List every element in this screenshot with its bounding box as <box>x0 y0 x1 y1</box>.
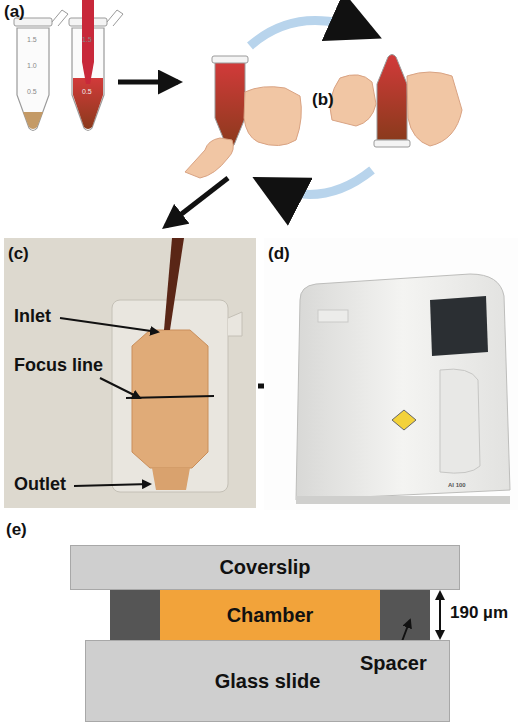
rotation-arrow <box>250 21 372 46</box>
photo-background <box>264 238 518 510</box>
panel-letter: (a) <box>4 2 25 22</box>
outlet-channel <box>152 468 190 490</box>
dimension-label: 190 µm <box>450 603 508 623</box>
panel-letter: (c) <box>8 244 29 264</box>
layer-box: Chamber <box>160 590 380 640</box>
held-tube <box>215 62 245 148</box>
tube-graduation: 0.5 <box>27 88 37 95</box>
leader-arrow <box>74 484 150 486</box>
device-door <box>440 369 480 473</box>
tube-graduation: 1.5 <box>82 36 92 43</box>
panel-letter: (b) <box>312 90 334 110</box>
tube-hinge <box>107 10 123 26</box>
device-base <box>296 496 510 504</box>
flow-arrow <box>166 178 228 226</box>
tube-pellet <box>23 112 43 129</box>
hand-with-tube <box>185 56 301 178</box>
layer-label: Glass slide <box>215 670 321 693</box>
inlet-pipette <box>164 238 184 330</box>
hand <box>244 87 301 146</box>
sample-chamber <box>132 330 208 468</box>
tube-graduation: 1.0 <box>27 62 37 69</box>
warning-symbol <box>392 410 416 430</box>
device-model: AI 100 <box>448 482 466 488</box>
dimension-arrow <box>439 592 441 638</box>
part-name: Spacer <box>360 652 427 675</box>
tube-cap <box>212 56 248 63</box>
empty-tube <box>14 10 68 131</box>
tube-hinge <box>52 10 68 26</box>
flow-arrow <box>118 80 178 85</box>
layer-label: Coverslip <box>219 556 310 579</box>
chip-tab <box>228 312 242 336</box>
leader-arrow <box>60 318 158 332</box>
inverted-tube <box>377 55 407 141</box>
device-sticker <box>318 310 348 322</box>
layer-label: Chamber <box>227 604 314 627</box>
part-name: Outlet <box>14 474 66 495</box>
hand <box>407 72 462 146</box>
analyzer-device <box>296 274 510 500</box>
panel-letter: (e) <box>6 520 27 540</box>
thumb <box>185 138 233 178</box>
inverted-tube-hand <box>330 55 462 148</box>
photo-background <box>4 238 256 508</box>
tube-blood <box>73 78 103 129</box>
pipette-tip <box>82 0 94 84</box>
panel-letter: (d) <box>268 244 290 264</box>
tube-body <box>17 28 49 131</box>
tube-graduation: 1.5 <box>27 36 37 43</box>
blood-tube <box>69 0 123 131</box>
rotation-arrow <box>262 170 372 195</box>
layer-box: Coverslip <box>70 545 460 590</box>
part-name: Focus line <box>14 356 104 376</box>
finger <box>330 75 376 126</box>
device-screen <box>430 296 488 356</box>
tube-graduation: 0.5 <box>82 88 92 95</box>
spacer-block <box>110 590 160 640</box>
leader-arrow <box>100 378 140 398</box>
tube-cap <box>374 140 410 147</box>
part-name: Inlet <box>14 306 51 327</box>
